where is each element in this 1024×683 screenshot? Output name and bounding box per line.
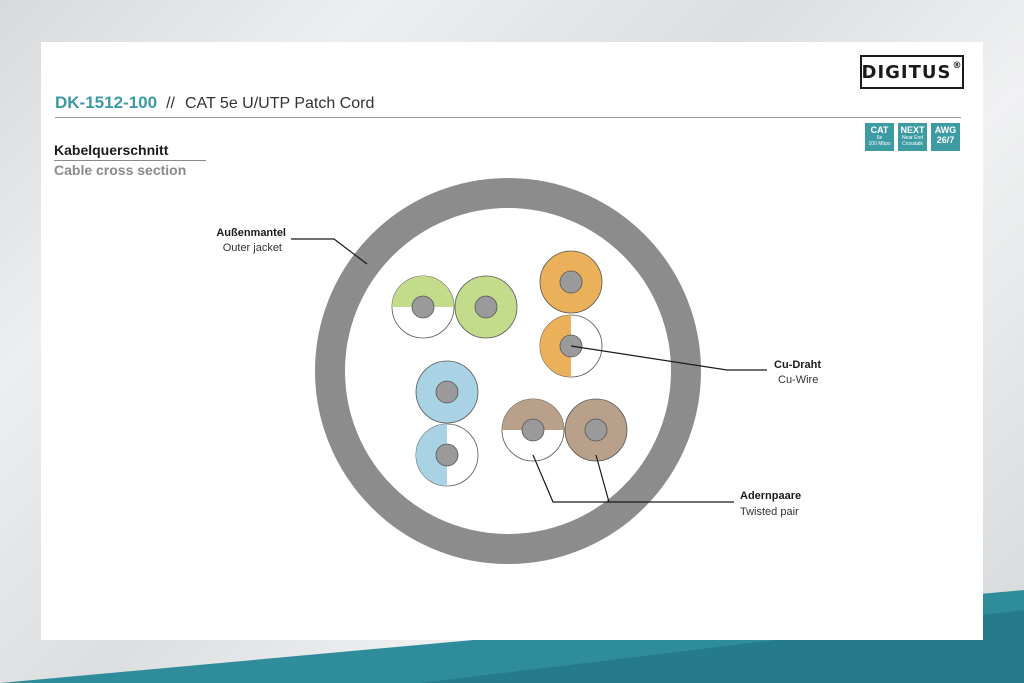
green-white-wire bbox=[391, 275, 455, 339]
awg-badge-sub: 26/7 bbox=[936, 135, 955, 145]
product-code: DK-1512-100 bbox=[55, 93, 158, 112]
digitus-logo: DIGITUS® bbox=[860, 55, 964, 89]
product-name: CAT 5e U/UTP Patch Cord bbox=[184, 95, 375, 112]
cu-wire-leader bbox=[570, 345, 767, 371]
logo-text: DIGITUS bbox=[861, 61, 952, 83]
blue-pair bbox=[415, 360, 479, 487]
twisted-pair-leader-2 bbox=[595, 454, 610, 503]
copper-core bbox=[521, 418, 545, 442]
green-wire bbox=[454, 275, 518, 339]
next-badge: NEXT Near End Crosstalk bbox=[898, 123, 927, 151]
next-badge-sub: Near End bbox=[901, 135, 924, 141]
copper-core bbox=[411, 295, 435, 319]
twisted-pair-leader-1 bbox=[532, 454, 734, 503]
brown-pair bbox=[501, 398, 628, 462]
outer-jacket-label-en: Outer jacket bbox=[223, 242, 282, 254]
copper-core bbox=[435, 443, 459, 467]
brown-wire bbox=[564, 398, 628, 462]
blue-wire bbox=[415, 360, 479, 424]
product-header: DK-1512-100 // CAT 5e U/UTP Patch Cord bbox=[55, 93, 961, 118]
orange-wire bbox=[539, 250, 603, 314]
next-badge-main: NEXT bbox=[900, 125, 925, 135]
cu-wire-label-de: Cu-Draht bbox=[774, 359, 821, 371]
registered-mark: ® bbox=[952, 61, 963, 71]
cat-badge-sub2: 100 Mbps bbox=[868, 141, 891, 147]
copper-core bbox=[435, 380, 459, 404]
product-separator: // bbox=[166, 95, 175, 112]
cat-badge: CAT 5e 100 Mbps bbox=[865, 123, 894, 151]
copper-core bbox=[474, 295, 498, 319]
outer-jacket-ring bbox=[315, 178, 701, 564]
copper-core bbox=[584, 418, 608, 442]
outer-jacket-label-de: Außenmantel bbox=[216, 227, 286, 239]
twisted-pair-label-de: Adernpaare bbox=[740, 490, 801, 502]
awg-badge: AWG 26/7 bbox=[931, 123, 960, 151]
cu-wire-label-en: Cu-Wire bbox=[778, 374, 818, 386]
section-title-en: Cable cross section bbox=[54, 162, 187, 178]
cat-badge-main: CAT bbox=[870, 125, 889, 135]
cat-badge-sub: 5e bbox=[876, 135, 883, 141]
brown-white-wire bbox=[501, 398, 565, 462]
copper-core bbox=[559, 270, 583, 294]
section-title-de: Kabelquerschnitt bbox=[54, 142, 206, 161]
spec-badges: CAT 5e 100 Mbps NEXT Near End Crosstalk … bbox=[865, 123, 960, 151]
twisted-pair-label-en: Twisted pair bbox=[740, 506, 799, 518]
outer-jacket-leader bbox=[291, 238, 368, 265]
blue-white-wire bbox=[415, 423, 479, 487]
awg-badge-main: AWG bbox=[934, 125, 957, 135]
next-badge-sub2: Crosstalk bbox=[902, 141, 923, 147]
orange-pair bbox=[539, 250, 603, 378]
green-pair bbox=[391, 275, 518, 339]
